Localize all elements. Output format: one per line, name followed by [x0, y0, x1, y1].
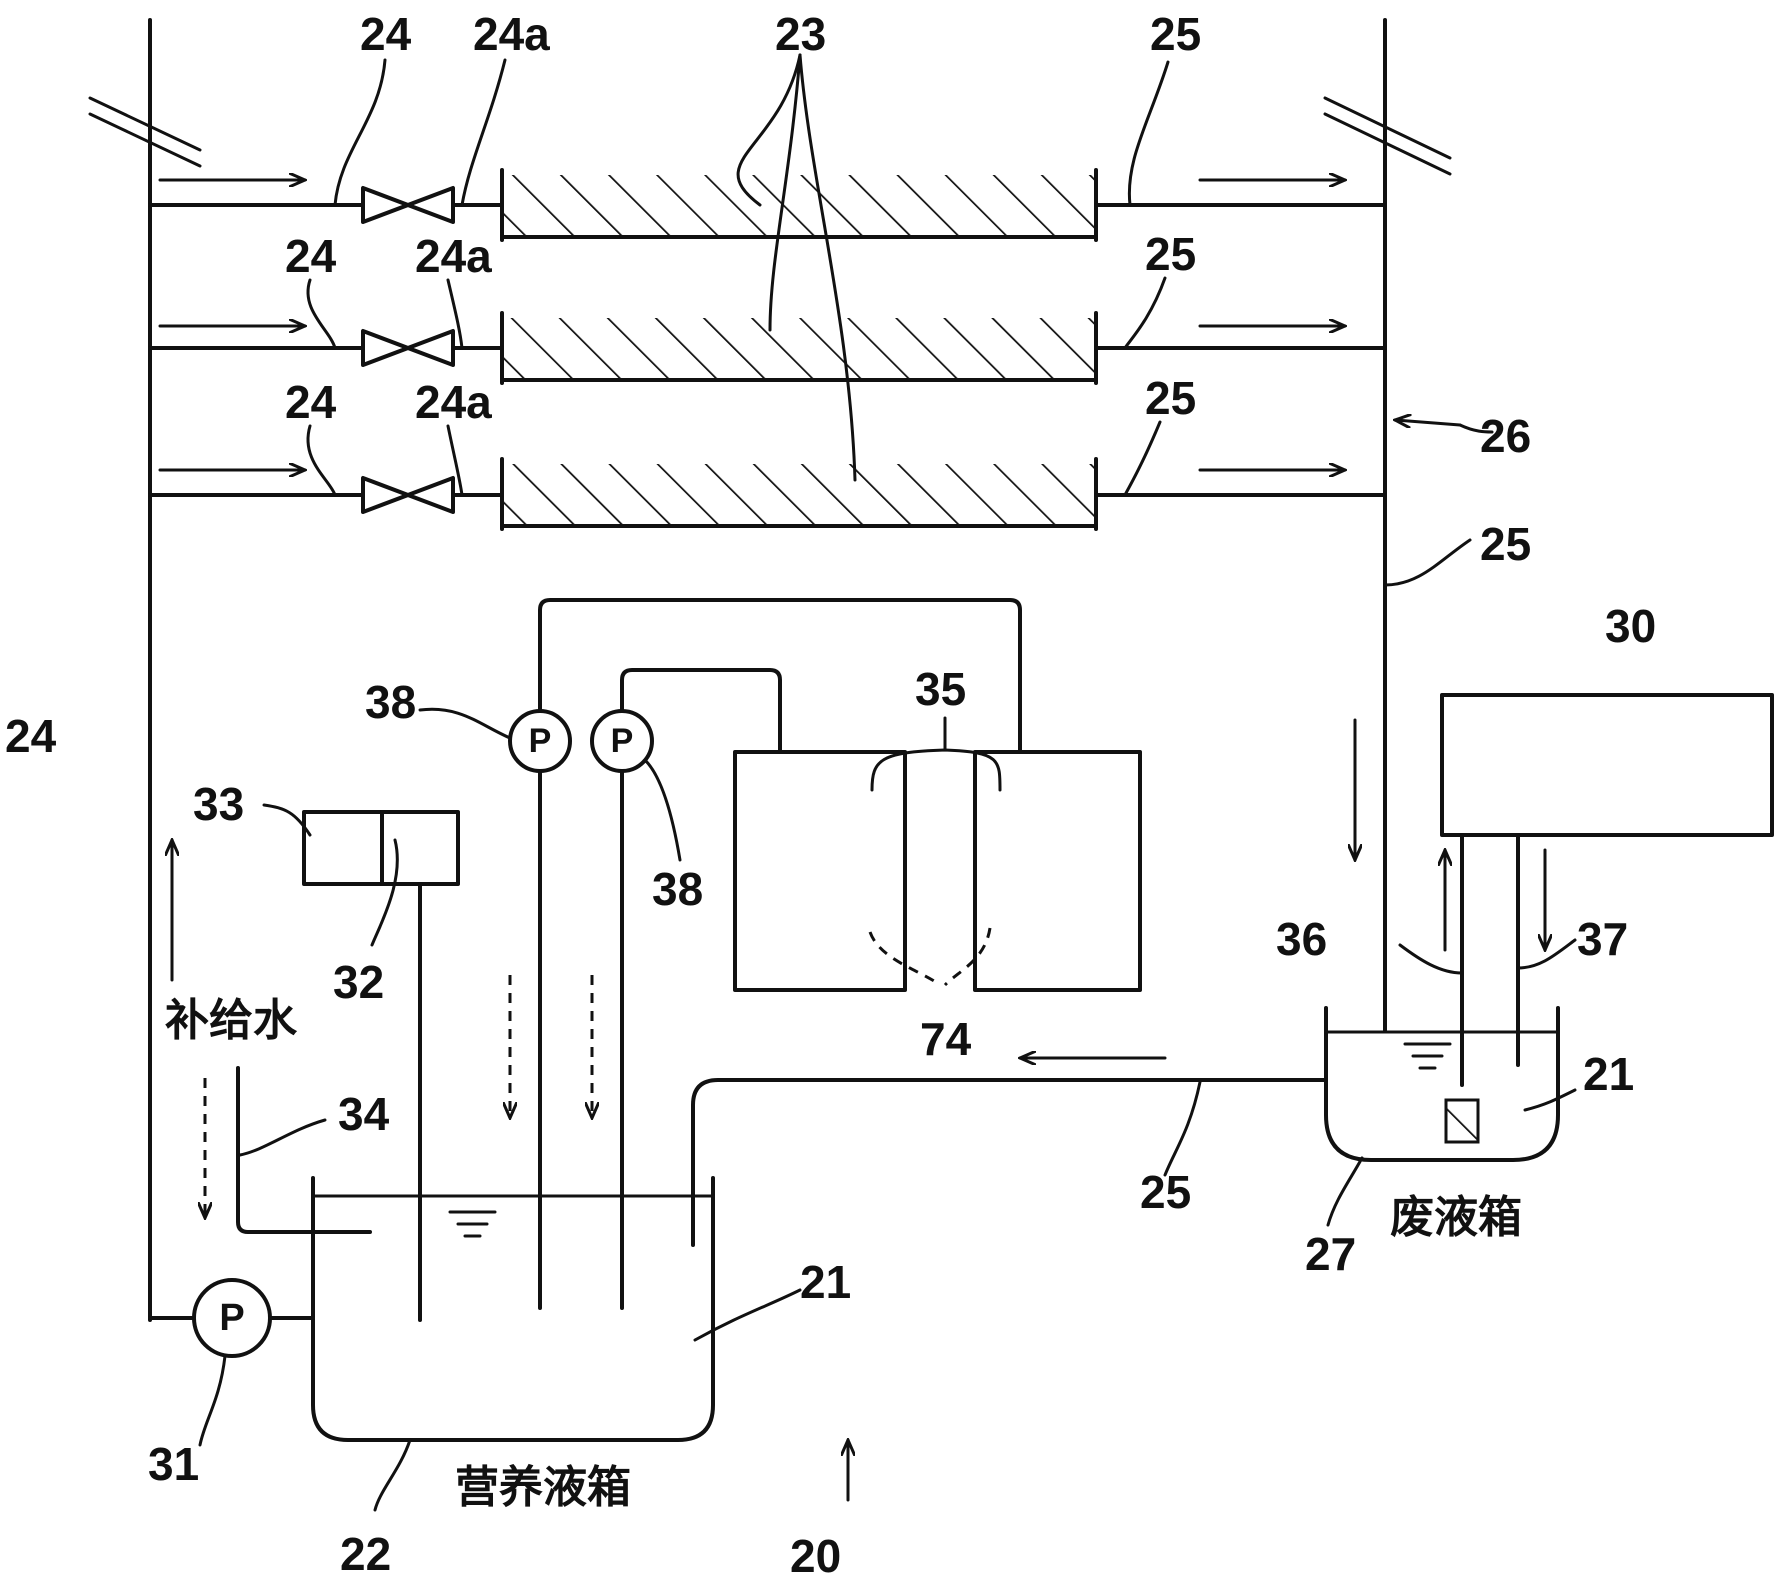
- text-makeup-water: 补给水: [165, 995, 298, 1046]
- valve-2: [361, 329, 455, 367]
- label-24-top: 24: [360, 8, 412, 60]
- dosing-pump-38-right: [590, 709, 654, 773]
- label-24a-bot: 24a: [415, 376, 492, 428]
- label-37: 37: [1577, 913, 1628, 965]
- sensor-block: [1444, 1098, 1480, 1144]
- cultivation-row-1: [148, 168, 1387, 242]
- cultivation-row-3: [148, 457, 1387, 531]
- break-mark-right: [1323, 96, 1452, 176]
- stock-tank-35-b: [973, 750, 1142, 992]
- dosing-line-right: [620, 668, 782, 1310]
- label-25-top: 25: [1150, 8, 1201, 60]
- pump-38-right-symbol: P: [611, 722, 634, 760]
- label-24-left: 24: [5, 710, 57, 762]
- controller-box-30: [1440, 693, 1774, 837]
- makeup-water-pipe-34: [236, 1066, 372, 1234]
- nutrient-tank-level-symbol: [448, 1210, 497, 1238]
- label-25-return: 25: [1140, 1166, 1191, 1218]
- cultivation-bed-2: [502, 318, 1096, 380]
- label-25-riser: 25: [1480, 518, 1531, 570]
- label-38-right: 38: [652, 863, 703, 915]
- leader-23-b: [768, 53, 802, 332]
- label-35: 35: [915, 663, 966, 715]
- label-24a-mid: 24a: [415, 230, 492, 282]
- valve-1: [361, 186, 455, 224]
- label-26: 26: [1480, 410, 1531, 462]
- waste-tank-level-symbol: [1403, 1042, 1452, 1070]
- waste-tank-27: [1324, 1006, 1560, 1162]
- cultivation-bed-1: [502, 175, 1096, 237]
- text-waste-tank: 废液箱: [1390, 1192, 1522, 1243]
- label-22: 22: [340, 1528, 391, 1580]
- label-38-left: 38: [365, 676, 416, 728]
- label-31: 31: [148, 1438, 199, 1490]
- leader-23-a: [736, 53, 802, 207]
- stock-tank-35-a: [733, 750, 907, 992]
- label-24-bot: 24: [285, 376, 337, 428]
- label-21-main: 21: [800, 1256, 851, 1308]
- label-34: 34: [338, 1088, 390, 1140]
- label-24-mid: 24: [285, 230, 337, 282]
- label-36: 36: [1276, 913, 1327, 965]
- leader-23-c: [798, 53, 857, 482]
- label-25-mid: 25: [1145, 228, 1196, 280]
- label-23: 23: [775, 8, 826, 60]
- label-25-bot: 25: [1145, 372, 1196, 424]
- return-line-25: [691, 1078, 1328, 1247]
- label-74: 74: [920, 1013, 972, 1065]
- dosing-line-left: [538, 598, 1022, 1310]
- label-32: 32: [333, 956, 384, 1008]
- pump-38-left-symbol: P: [529, 722, 552, 760]
- nutrient-tank-22: [311, 1176, 715, 1442]
- row-leaders: [306, 53, 1170, 497]
- valve-3: [361, 476, 455, 514]
- cultivation-bed-3: [502, 464, 1096, 526]
- label-21-waste: 21: [1583, 1048, 1634, 1100]
- label-30: 30: [1605, 600, 1656, 652]
- label-20: 20: [790, 1530, 841, 1581]
- dosing-pump-38-left: [508, 709, 572, 773]
- text-nutrient-tank: 营养液箱: [455, 1462, 631, 1513]
- label-33: 33: [193, 778, 244, 830]
- arrow-26: [1395, 420, 1462, 425]
- break-mark-left: [88, 96, 202, 168]
- label-24a-top: 24a: [473, 8, 550, 60]
- cultivation-row-2: [148, 311, 1387, 385]
- label-27: 27: [1305, 1228, 1356, 1280]
- pump-31-symbol: P: [219, 1297, 244, 1339]
